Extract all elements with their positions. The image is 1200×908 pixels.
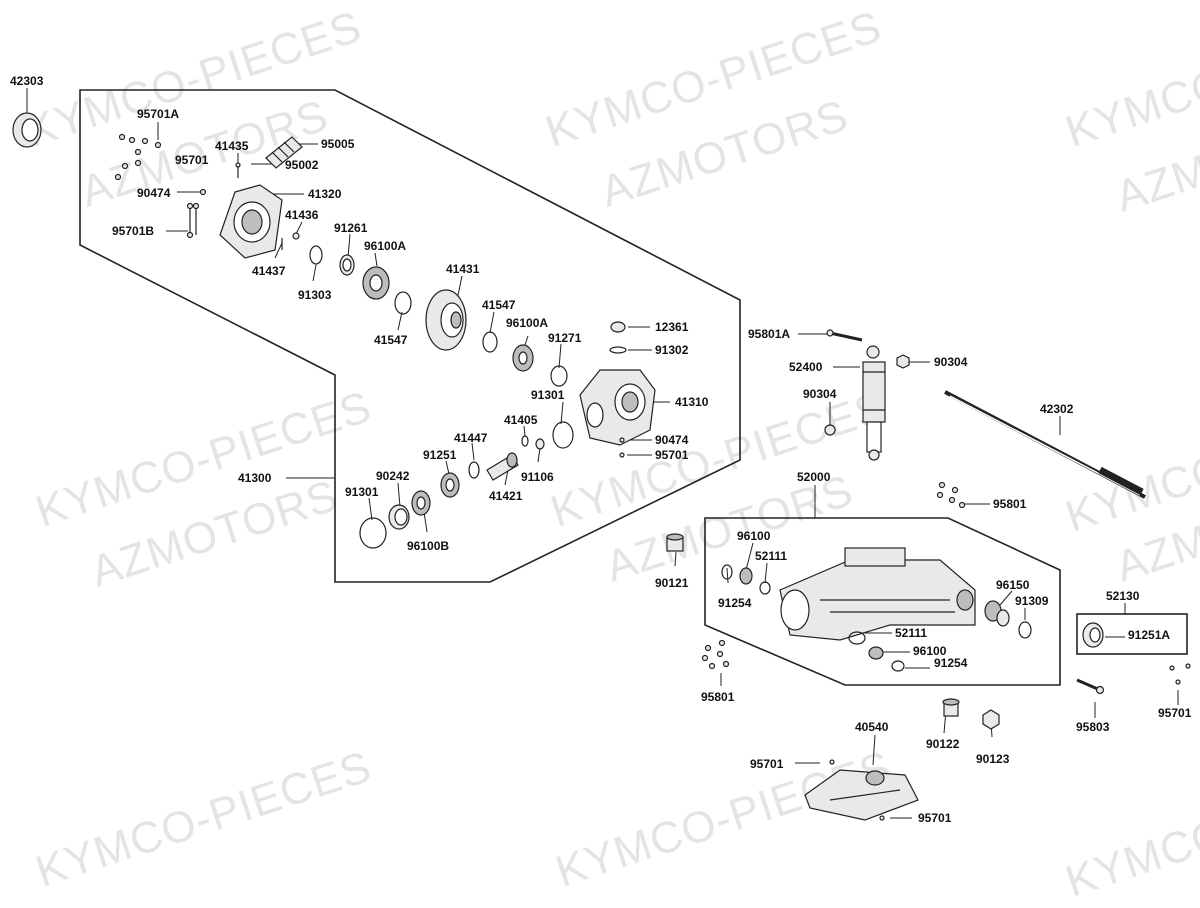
label-95701A: 95701A (137, 107, 180, 121)
label-90122: 90122 (926, 737, 960, 751)
part-52400 (862, 345, 886, 461)
label-41547: 41547 (374, 333, 408, 347)
label-91302: 91302 (655, 343, 689, 357)
label-95005: 95005 (321, 137, 355, 151)
label-95801A: 95801A (748, 327, 791, 341)
part-90123 (982, 709, 1000, 730)
label-95701: 95701 (655, 448, 689, 462)
label-90474: 90474 (655, 433, 689, 447)
part-40540 (804, 769, 919, 821)
label-96100A: 96100A (506, 316, 549, 330)
part-95801-left-bolts (701, 639, 730, 670)
label-95701B: 95701B (112, 224, 155, 238)
label-95803: 95803 (1076, 720, 1110, 734)
part-95801-bolts (936, 481, 966, 509)
label-52111: 52111 (895, 626, 928, 640)
group-outline-41300 (79, 89, 741, 583)
label-91251: 91251 (423, 448, 457, 462)
label-12361: 12361 (655, 320, 689, 334)
label-96100: 96100 (913, 644, 947, 658)
label-90123: 90123 (976, 752, 1010, 766)
group-outline-52000 (704, 517, 1061, 686)
label-91271: 91271 (548, 331, 582, 345)
label-96100B: 96100B (407, 539, 450, 553)
label-91254: 91254 (934, 656, 968, 670)
part-96100A (362, 266, 390, 300)
label-41405: 41405 (504, 413, 538, 427)
part-small-bolts (114, 133, 207, 196)
label-52130: 52130 (1106, 589, 1140, 603)
label-95801: 95801 (701, 690, 735, 704)
label-41431: 41431 (446, 262, 480, 276)
part-42302 (944, 390, 1146, 499)
label-90474: 90474 (137, 186, 171, 200)
label-41421: 41421 (489, 489, 523, 503)
label-41300: 41300 (238, 471, 272, 485)
label-91301: 91301 (531, 388, 565, 402)
part-41421 (486, 452, 519, 481)
label-90304: 90304 (803, 387, 837, 401)
label-52400: 52400 (789, 360, 823, 374)
part-95701B (186, 202, 200, 239)
label-41435: 41435 (215, 139, 249, 153)
label-41437: 41437 (252, 264, 286, 278)
label-95002: 95002 (285, 158, 319, 172)
label-41436: 41436 (285, 208, 319, 222)
label-42302: 42302 (1040, 402, 1074, 416)
label-95701: 95701 (1158, 706, 1192, 720)
label-40540: 40540 (855, 720, 889, 734)
label-95701: 95701 (750, 757, 784, 771)
part-95801A (826, 329, 863, 342)
label-91301: 91301 (345, 485, 379, 499)
label-95701: 95701 (175, 153, 209, 167)
label-90121: 90121 (655, 576, 689, 590)
label-91254: 91254 (718, 596, 752, 610)
part-95005 (265, 136, 303, 169)
part-41431 (425, 289, 467, 351)
label-91251A: 91251A (1128, 628, 1171, 642)
part-95803 (1076, 678, 1105, 695)
label-96150: 96150 (996, 578, 1030, 592)
label-95801: 95801 (993, 497, 1027, 511)
label-41310: 41310 (675, 395, 709, 409)
label-91106: 91106 (521, 470, 554, 484)
label-91309: 91309 (1015, 594, 1049, 608)
label-52000: 52000 (797, 470, 831, 484)
label-90304: 90304 (934, 355, 968, 369)
part-90122 (942, 698, 960, 717)
part-90121 (666, 533, 684, 552)
label-91303: 91303 (298, 288, 332, 302)
label-41547: 41547 (482, 298, 516, 312)
label-90242: 90242 (376, 469, 410, 483)
box-52130 (1076, 613, 1188, 655)
label-42303: 42303 (10, 74, 44, 88)
label-96100A: 96100A (364, 239, 407, 253)
label-41447: 41447 (454, 431, 488, 445)
parts (12, 112, 1191, 821)
label-91261: 91261 (334, 221, 368, 235)
label-41320: 41320 (308, 187, 342, 201)
label-95701: 95701 (918, 811, 952, 825)
part-41320 (219, 184, 283, 259)
label-96100: 96100 (737, 529, 771, 543)
part-52000 (779, 547, 976, 641)
label-52111: 52111 (755, 549, 788, 563)
part-42303 (12, 112, 42, 148)
leader-lines (26, 88, 1179, 819)
part-41310 (579, 369, 656, 446)
